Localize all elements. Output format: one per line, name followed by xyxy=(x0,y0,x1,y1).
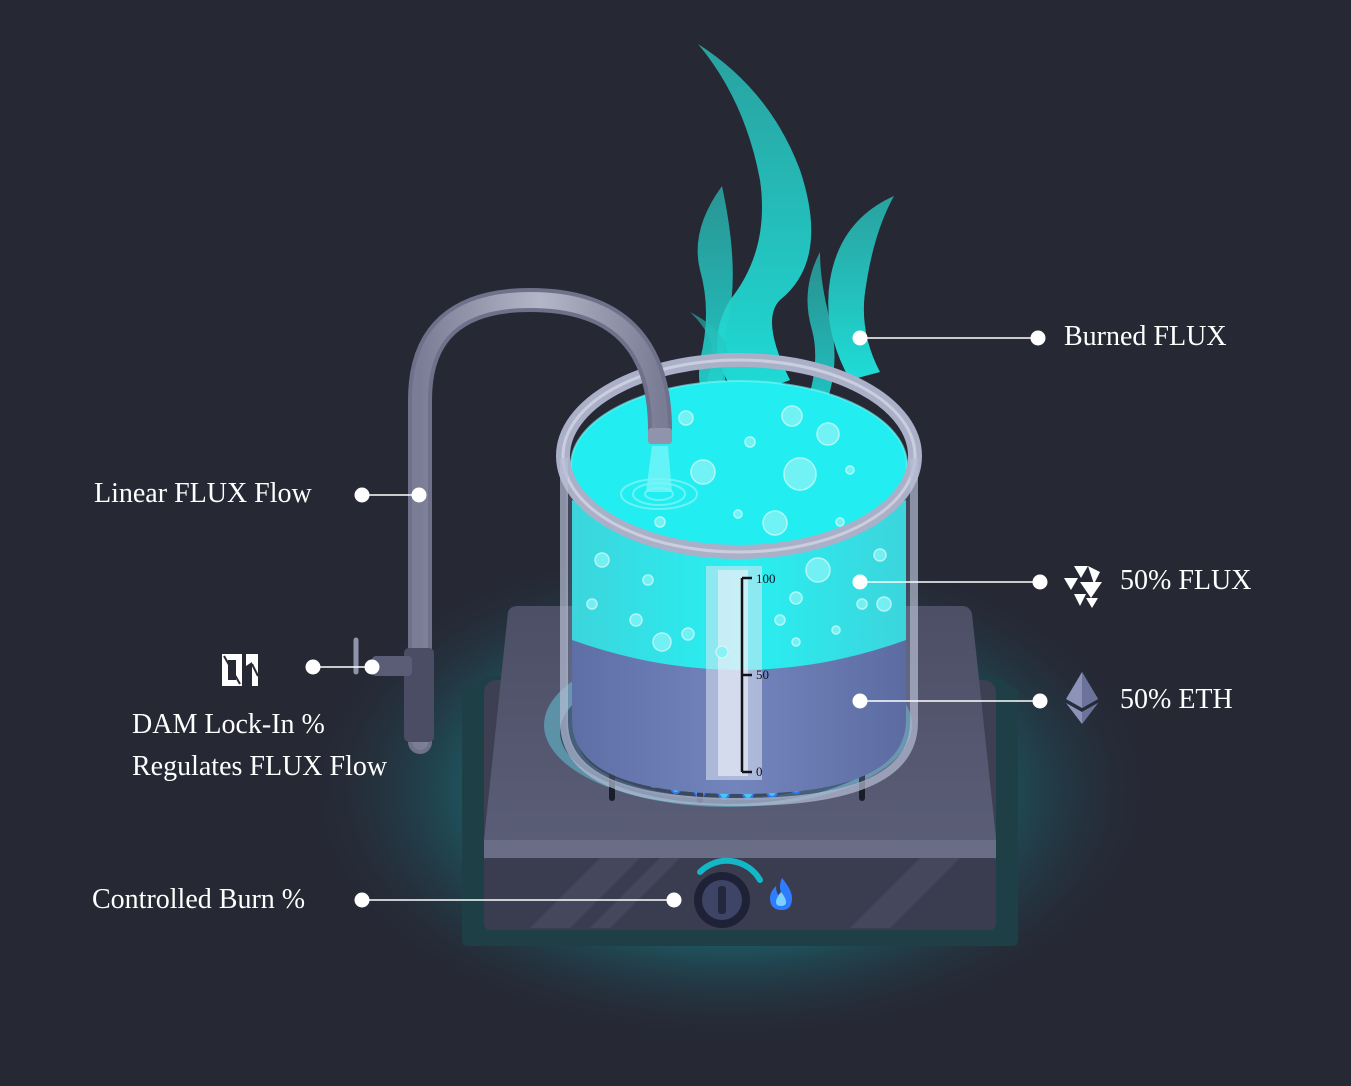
callouts xyxy=(305,330,1048,908)
steam xyxy=(690,44,894,420)
level-gauge xyxy=(740,576,752,774)
bubbles xyxy=(586,405,892,659)
ethereum-icon xyxy=(1066,672,1098,724)
flux-logo-icon xyxy=(1064,566,1102,608)
linear-flux-flow-label: Linear FLUX Flow xyxy=(94,478,312,509)
faucet xyxy=(353,287,698,754)
flux-share-label: 50% FLUX xyxy=(1120,565,1252,596)
dam-lock-in-line2: Regulates FLUX Flow xyxy=(132,751,388,782)
dam-lock-in-label: DAM Lock-In % Regulates FLUX Flow xyxy=(132,704,387,788)
burner-knob-icon[interactable] xyxy=(694,857,763,928)
dam-logo-icon xyxy=(222,654,259,686)
eth-share-label: 50% ETH xyxy=(1120,684,1233,715)
controlled-burn-label: Controlled Burn % xyxy=(92,884,306,915)
burned-flux-label: Burned FLUX xyxy=(1064,321,1227,352)
dam-lock-in-line1: DAM Lock-In % xyxy=(132,709,325,740)
flame-icon xyxy=(770,878,792,910)
gauge-tick-0: 0 xyxy=(756,764,763,779)
gauge-tick-100: 100 xyxy=(756,571,776,586)
gauge-tick-50: 50 xyxy=(756,667,769,682)
pot xyxy=(556,353,922,807)
